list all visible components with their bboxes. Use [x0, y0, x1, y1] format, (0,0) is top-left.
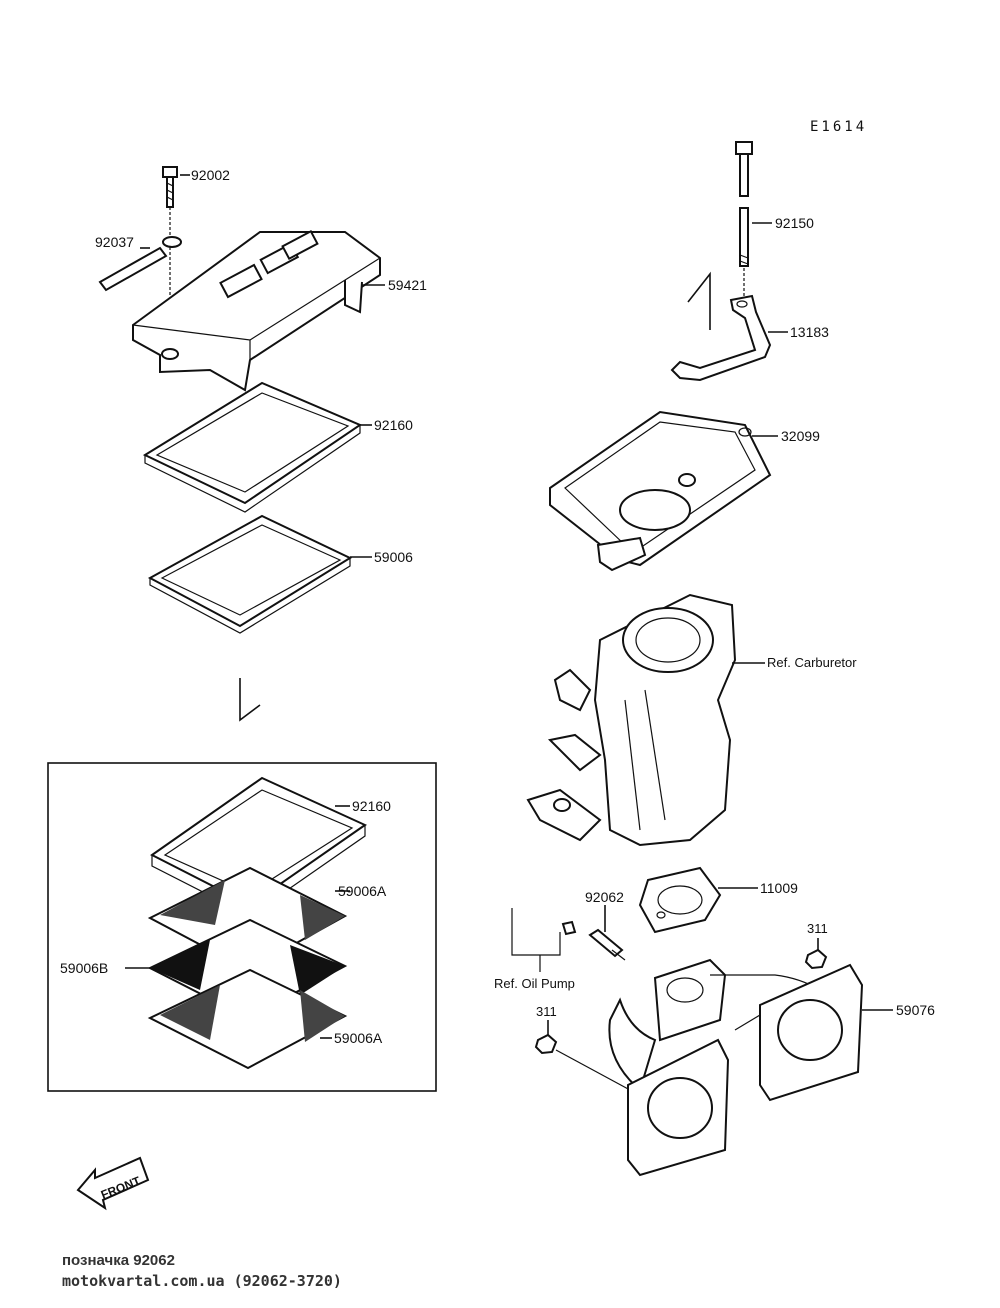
- label-ref-oil-pump: Ref. Oil Pump: [494, 976, 575, 991]
- label-59006A-2: 59006A: [334, 1030, 383, 1046]
- bracket-13183: [670, 294, 772, 382]
- label-311-left: 311: [536, 1004, 557, 1019]
- label-92150: 92150: [775, 215, 814, 231]
- air-box-base-32099: [549, 410, 772, 572]
- label-59006: 59006: [374, 549, 413, 565]
- variant-box: [47, 762, 437, 1092]
- carburetor: [526, 593, 737, 847]
- oil-pump-hose: [467, 891, 577, 936]
- label-92062: 92062: [585, 889, 624, 905]
- label-92160-box: 92160: [352, 798, 391, 814]
- label-59006B: 59006B: [60, 960, 108, 976]
- label-11009: 11009: [760, 880, 798, 896]
- label-92160-top: 92160: [374, 417, 413, 433]
- label-59076: 59076: [896, 1002, 935, 1018]
- front-arrow-icon: FRONT: [76, 1156, 150, 1211]
- label-92002: 92002: [191, 167, 230, 183]
- screen-59006A-upper: [147, 866, 348, 972]
- nut-311-left: [534, 1033, 558, 1055]
- fitting-92062: [588, 928, 626, 961]
- strap-92037: [98, 236, 182, 292]
- footer-source: motokvartal.com.ua (92062-3720): [62, 1272, 342, 1290]
- screen-59006B: [147, 918, 348, 1020]
- filter-59006: [147, 514, 353, 634]
- label-311-right: 311: [807, 921, 828, 936]
- label-13183: 13183: [790, 324, 829, 340]
- cover-59421: [132, 229, 381, 392]
- screen-59006A-lower: [147, 968, 348, 1070]
- label-59421: 59421: [388, 277, 427, 293]
- diagram-code: E1614: [810, 119, 867, 135]
- bolt-92150: [735, 141, 753, 298]
- label-92037: 92037: [95, 234, 134, 250]
- gasket-11009: [638, 866, 722, 934]
- label-59006A-1: 59006A: [338, 883, 387, 899]
- label-32099: 32099: [781, 428, 820, 444]
- label-ref-carburetor: Ref. Carburetor: [767, 655, 857, 670]
- bolt-92002: [162, 166, 178, 355]
- footer-note: позначка 92062: [62, 1252, 175, 1269]
- gasket-92160-top: [142, 381, 363, 513]
- intake-manifold-59076: [608, 958, 864, 1177]
- nut-311-right: [804, 948, 828, 970]
